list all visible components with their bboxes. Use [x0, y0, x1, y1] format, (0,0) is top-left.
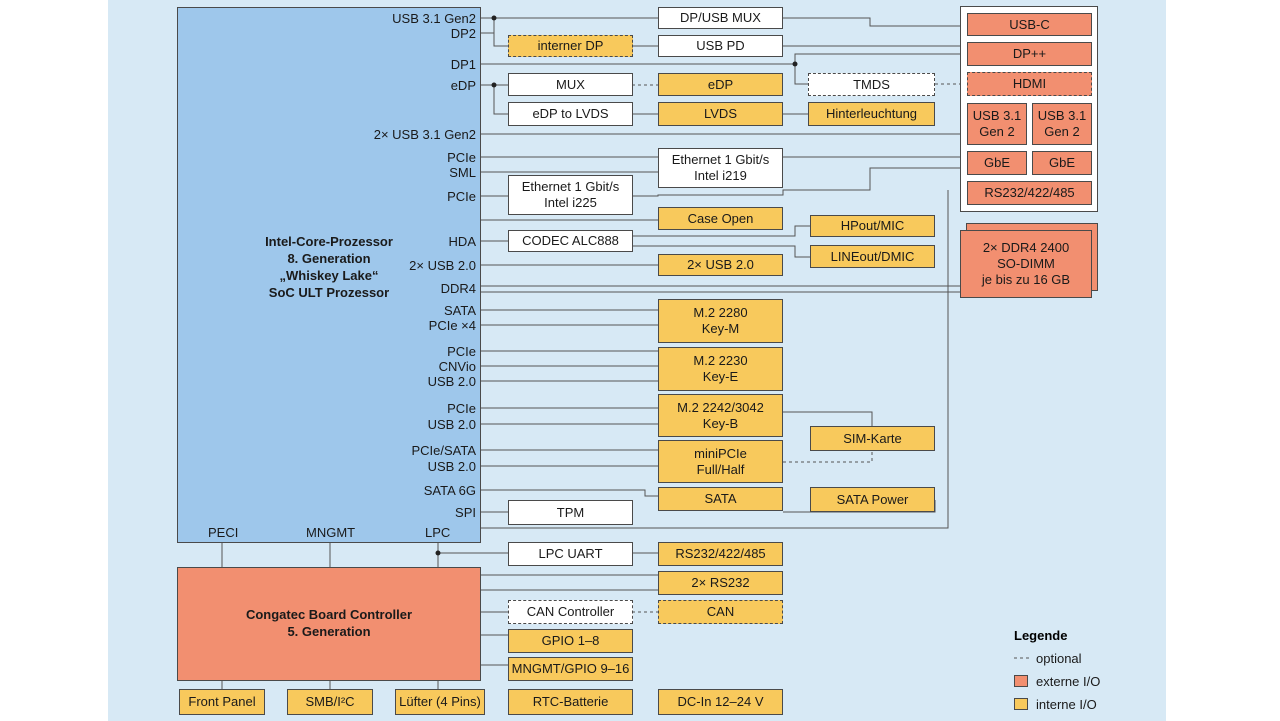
- port-sml: SML: [449, 165, 476, 180]
- box-sata-power: SATA Power: [810, 487, 935, 512]
- board-controller-block: Congatec Board Controller 5. Generation: [177, 567, 481, 681]
- port-pcie-b: PCIe: [447, 189, 476, 204]
- legend-extern-swatch: [1014, 675, 1028, 687]
- port-pcie-a: PCIe: [447, 150, 476, 165]
- legend-optional-label: optional: [1036, 651, 1082, 666]
- box-case-open: Case Open: [658, 207, 783, 230]
- box-m2-2230: M.2 2230 Key-E: [658, 347, 783, 391]
- port-peci: PECI: [208, 525, 239, 540]
- port-pcie-x4: PCIe ×4: [428, 318, 476, 333]
- ext-usb31-gen2-b: USB 3.1 Gen 2: [1032, 103, 1092, 145]
- box-ethernet-i225: Ethernet 1 Gbit/s Intel i225: [508, 175, 633, 215]
- port-usb20-a: USB 2.0: [427, 374, 476, 389]
- sodimm-module: 2× DDR4 2400 SO-DIMM je bis zu 16 GB: [960, 230, 1092, 298]
- ext-gbe-a: GbE: [967, 151, 1027, 175]
- port-edp: eDP: [450, 78, 476, 93]
- box-tmds: TMDS: [808, 73, 935, 96]
- port-pcie-sata: PCIe/SATA: [411, 443, 476, 458]
- ext-hdmi: HDMI: [967, 72, 1092, 96]
- legend-intern-swatch: [1014, 698, 1028, 710]
- box-lineout-dmic: LINEout/DMIC: [810, 245, 935, 268]
- box-mux: MUX: [508, 73, 633, 96]
- port-lpc: LPC: [425, 525, 451, 540]
- box-ethernet-i219: Ethernet 1 Gbit/s Intel i219: [658, 148, 783, 188]
- ext-usb-c: USB-C: [967, 13, 1092, 36]
- port-sata: SATA: [443, 303, 476, 318]
- processor-title: Intel-Core-Prozessor 8. Generation „Whis…: [265, 234, 393, 300]
- box-tpm: TPM: [508, 500, 633, 525]
- box-front-panel: Front Panel: [179, 689, 265, 715]
- box-hinterleuchtung: Hinterleuchtung: [808, 102, 935, 126]
- ext-dp-plus-plus: DP++: [967, 42, 1092, 66]
- port-ddr4: DDR4: [440, 281, 476, 296]
- box-smb-i2c: SMB/I²C: [287, 689, 373, 715]
- legend-extern-label: externe I/O: [1036, 674, 1101, 689]
- box-interner-dp: interner DP: [508, 35, 633, 57]
- box-2x-rs232: 2× RS232: [658, 571, 783, 595]
- box-can-controller: CAN Controller: [508, 600, 633, 624]
- box-edp-to-lvds: eDP to LVDS: [508, 102, 633, 126]
- box-lvds: LVDS: [658, 102, 783, 126]
- ext-gbe-b: GbE: [1032, 151, 1092, 175]
- box-gpio: GPIO 1–8: [508, 629, 633, 653]
- box-mngmt-gpio: MNGMT/GPIO 9–16: [508, 657, 633, 681]
- port-sata6g: SATA 6G: [423, 483, 476, 498]
- port-mngmt: MNGMT: [306, 525, 356, 540]
- box-can: CAN: [658, 600, 783, 624]
- box-usb20-internal: 2× USB 2.0: [658, 254, 783, 276]
- box-luefter: Lüfter (4 Pins): [395, 689, 485, 715]
- box-sim-karte: SIM-Karte: [810, 426, 935, 451]
- box-sata: SATA: [658, 487, 783, 511]
- port-dp1: DP1: [450, 57, 476, 72]
- box-m2-2280: M.2 2280 Key-M: [658, 299, 783, 343]
- port-spi: SPI: [455, 505, 476, 520]
- legend-intern-label: interne I/O: [1036, 697, 1097, 712]
- board-controller-title: Congatec Board Controller 5. Generation: [245, 607, 413, 639]
- port-hda: HDA: [448, 234, 476, 249]
- legend-optional-symbol: [1014, 657, 1032, 659]
- port-usb20-b: USB 2.0: [427, 417, 476, 432]
- port-pcie-c: PCIe: [447, 344, 476, 359]
- box-dc-in: DC-In 12–24 V: [658, 689, 783, 715]
- port-dp2: DP2: [450, 26, 476, 41]
- processor-block: Intel-Core-Prozessor 8. Generation „Whis…: [177, 7, 481, 543]
- ext-usb31-gen2-a: USB 3.1 Gen 2: [967, 103, 1027, 145]
- box-rs232-422-485: RS232/422/485: [658, 542, 783, 566]
- port-usb20-2x: 2× USB 2.0: [409, 258, 476, 273]
- box-dp-usb-mux: DP/USB MUX: [658, 7, 783, 29]
- box-rtc-batterie: RTC-Batterie: [508, 689, 633, 715]
- box-lpc-uart: LPC UART: [508, 542, 633, 566]
- port-cnvio: CNVio: [438, 359, 476, 374]
- box-edp: eDP: [658, 73, 783, 96]
- port-usb31gen2: USB 3.1 Gen2: [392, 11, 476, 26]
- box-usb-pd: USB PD: [658, 35, 783, 57]
- port-usb20-c: USB 2.0: [427, 459, 476, 474]
- port-pcie-d: PCIe: [447, 401, 476, 416]
- port-usb31gen2-2x: 2× USB 3.1 Gen2: [373, 127, 476, 142]
- box-codec: CODEC ALC888: [508, 230, 633, 252]
- box-minipcie: miniPCIe Full/Half: [658, 440, 783, 483]
- ext-rs232-422-485: RS232/422/485: [967, 181, 1092, 205]
- legend-title: Legende: [1014, 628, 1068, 643]
- box-m2-2242: M.2 2242/3042 Key-B: [658, 394, 783, 437]
- box-hpout-mic: HPout/MIC: [810, 215, 935, 237]
